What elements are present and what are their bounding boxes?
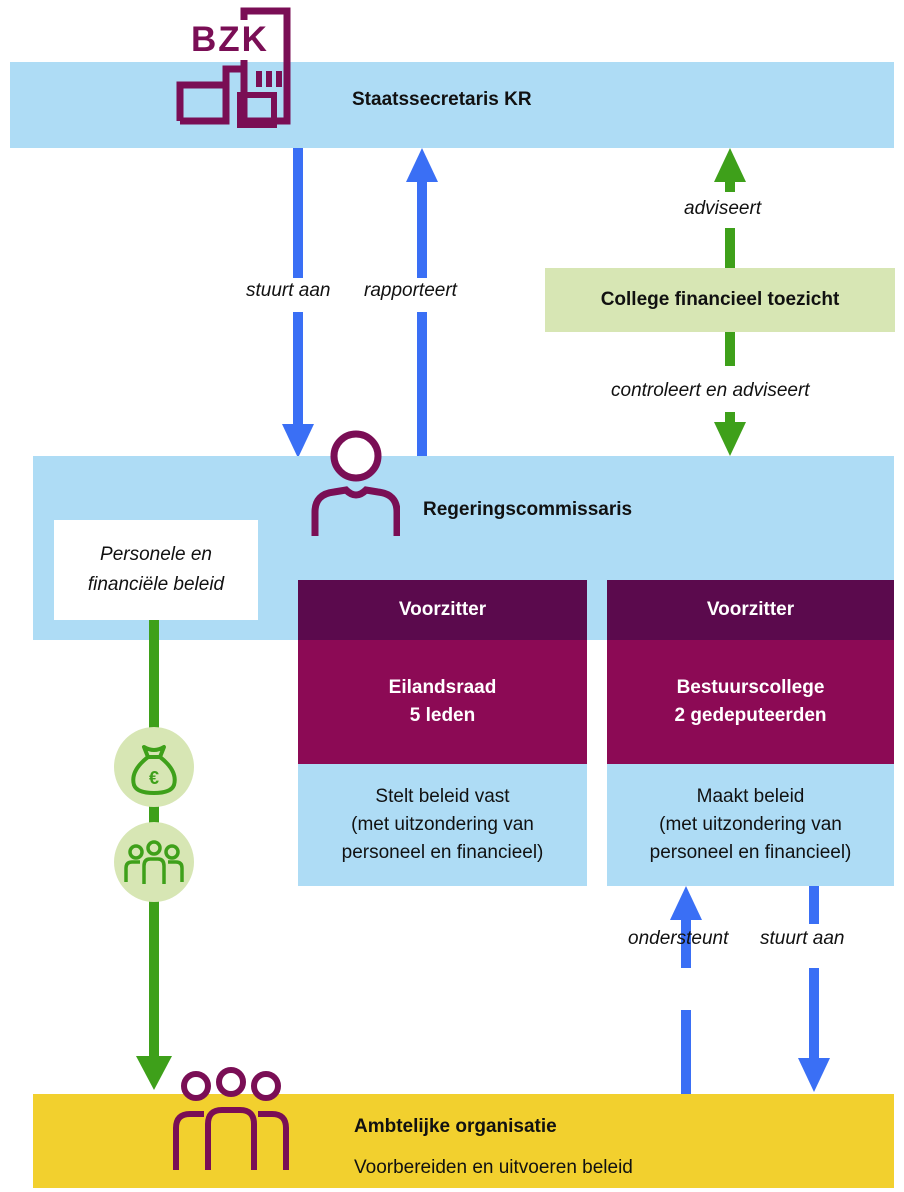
personele-line-2: financiële beleid xyxy=(87,574,225,595)
bestuurscollege-description: Maakt beleid (met uitzondering van perso… xyxy=(607,764,894,886)
bestuurscollege-desc-line-2: (met uitzondering van xyxy=(659,814,842,835)
label-ondersteunt: ondersteunt xyxy=(628,928,729,949)
college-title: College financieel toezicht xyxy=(600,289,840,310)
eilandsraad-box: Eilandsraad 5 leden xyxy=(298,640,587,764)
eilandsraad-voorzitter-label: Voorzitter xyxy=(398,599,487,620)
group-icon xyxy=(168,1066,294,1172)
arrow-stuurt-aan-bottom-down xyxy=(796,886,832,1092)
bestuurscollege-name: Bestuurscollege xyxy=(676,677,825,698)
arrow-stuurt-aan-down xyxy=(280,148,316,458)
eilandsraad-voorzitter-header: Voorzitter xyxy=(298,580,587,640)
bzk-logo-text: BZK xyxy=(188,20,272,60)
person-icon xyxy=(310,428,400,538)
group-circle xyxy=(114,822,194,902)
group-icon xyxy=(124,840,184,884)
staatssecretaris-title: Staatssecretaris KR xyxy=(352,89,532,110)
arrow-adviseert-up xyxy=(712,148,748,270)
money-bag-icon: € xyxy=(131,745,177,796)
eilandsraad-desc-line-1: Stelt beleid vast xyxy=(375,786,510,807)
personele-line-1: Personele en xyxy=(100,544,212,565)
bestuurscollege-voorzitter-label: Voorzitter xyxy=(706,599,795,620)
eilandsraad-desc-line-3: personeel en financieel) xyxy=(341,842,544,863)
regeringscommissaris-title: Regeringscommissaris xyxy=(423,499,633,520)
college-financieel-toezicht-box: College financieel toezicht xyxy=(545,268,895,332)
label-stuurt-aan-top: stuurt aan xyxy=(246,280,331,301)
label-adviseert: adviseert xyxy=(684,198,762,219)
eilandsraad-members: 5 leden xyxy=(409,705,476,726)
bestuurscollege-box: Bestuurscollege 2 gedeputeerden xyxy=(607,640,894,764)
arrow-rapporteert-up xyxy=(404,148,440,458)
personele-financiele-beleid-box: Personele en financiële beleid xyxy=(54,520,258,620)
arrow-ondersteunt-up xyxy=(668,886,704,1094)
label-controleert-en-adviseert: controleert en adviseert xyxy=(611,380,810,401)
label-stuurt-aan-bottom: stuurt aan xyxy=(760,928,845,949)
staatssecretaris-band xyxy=(10,62,894,148)
bestuurscollege-desc-line-1: Maakt beleid xyxy=(696,786,805,807)
bestuurscollege-voorzitter-header: Voorzitter xyxy=(607,580,894,640)
bestuurscollege-members: 2 gedeputeerden xyxy=(674,705,827,726)
bestuurscollege-desc-line-3: personeel en financieel) xyxy=(649,842,852,863)
eilandsraad-name: Eilandsraad xyxy=(388,677,497,698)
arrow-controleert-down xyxy=(712,332,748,456)
eilandsraad-desc-line-2: (met uitzondering van xyxy=(351,814,534,835)
ambtelijke-organisatie-title: Ambtelijke organisatie xyxy=(354,1116,557,1137)
label-rapporteert: rapporteert xyxy=(364,280,457,301)
money-bag-circle: € xyxy=(114,727,194,807)
ambtelijke-organisatie-subtitle: Voorbereiden en uitvoeren beleid xyxy=(354,1157,633,1178)
svg-text:€: € xyxy=(149,768,159,788)
eilandsraad-description: Stelt beleid vast (met uitzondering van … xyxy=(298,764,587,886)
